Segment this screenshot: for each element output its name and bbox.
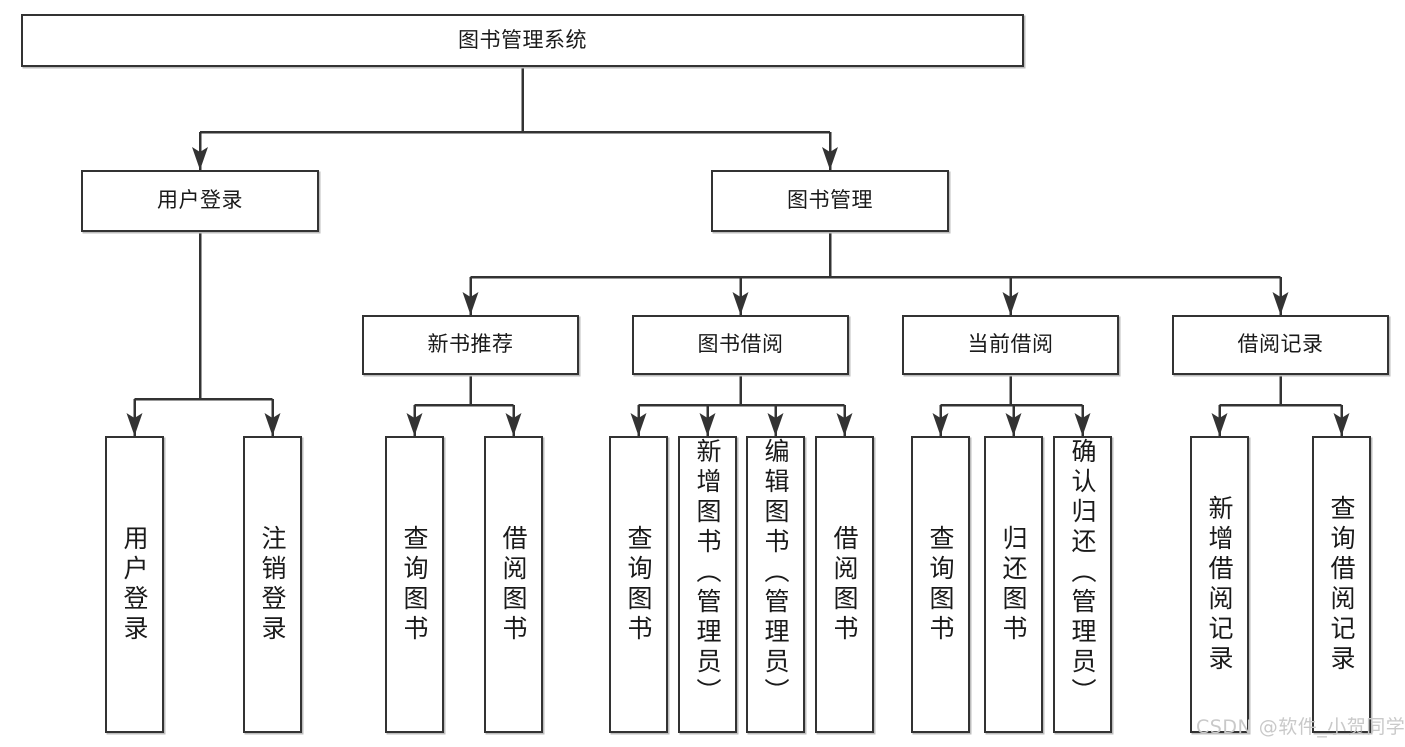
arrow-head-icon [836,413,853,436]
node-leaf-confirm-return-admin[interactable]: 确认归还（管理员） [1053,436,1112,733]
arrow-head-icon [1074,413,1091,436]
arrow-head-icon [192,147,208,170]
node-leaf-borrow-book-2[interactable]: 借阅图书 [815,436,874,733]
arrow-head-icon [1005,413,1022,436]
arrow-head-icon [767,413,784,436]
node-leaf-query-book-2[interactable]: 查询图书 [609,436,668,733]
arrow-head-icon [932,413,949,436]
arrow-head-icon [1333,413,1350,436]
node-label: 借阅图书 [499,524,528,645]
node-label: 查询借阅记录 [1327,494,1356,675]
node-leaf-edit-book-admin[interactable]: 编辑图书（管理员） [746,436,805,733]
node-label: 图书借阅 [697,332,784,357]
node-label: 图书管理系统 [458,27,587,52]
node-book-borrow[interactable]: 图书借阅 [632,315,849,375]
arrow-head-icon [1211,413,1228,436]
arrow-head-icon [699,413,716,436]
node-leaf-user-login[interactable]: 用户登录 [105,436,164,733]
node-root[interactable]: 图书管理系统 [21,14,1024,67]
arrow-head-icon [1002,292,1019,315]
arrow-head-icon [1272,292,1289,315]
node-label: 新增图书（管理员） [693,438,722,708]
node-label: 查询图书 [926,524,955,645]
node-leaf-query-book-3[interactable]: 查询图书 [911,436,970,733]
arrow-head-icon [505,413,522,436]
node-label: 借阅记录 [1237,332,1324,357]
node-new-book-rec[interactable]: 新书推荐 [362,315,579,375]
arrow-head-icon [264,413,281,436]
node-book-manage[interactable]: 图书管理 [711,170,949,232]
node-label: 查询图书 [400,524,429,645]
arrow-head-icon [630,413,647,436]
node-label: 图书管理 [787,188,873,213]
node-label: 用户登录 [157,188,243,213]
node-leaf-return-book[interactable]: 归还图书 [984,436,1043,733]
node-label: 借阅图书 [830,524,859,645]
arrow-head-icon [822,147,838,170]
node-label: 注销登录 [258,524,287,645]
node-label: 归还图书 [999,524,1028,645]
node-label: 查询图书 [624,524,653,645]
node-leaf-query-borrow-record[interactable]: 查询借阅记录 [1312,436,1371,733]
node-current-borrow[interactable]: 当前借阅 [902,315,1119,375]
arrow-head-icon [462,292,479,315]
node-label: 当前借阅 [967,332,1054,357]
node-label: 编辑图书（管理员） [761,438,790,708]
arrow-head-icon [732,292,749,315]
node-label: 确认归还（管理员） [1068,438,1097,708]
node-user-login[interactable]: 用户登录 [81,170,319,232]
arrow-head-icon [406,413,423,436]
node-label: 新书推荐 [427,332,514,357]
node-borrow-record[interactable]: 借阅记录 [1172,315,1389,375]
node-leaf-query-book-1[interactable]: 查询图书 [385,436,444,733]
node-leaf-user-logout[interactable]: 注销登录 [243,436,302,733]
node-label: 用户登录 [120,524,149,645]
node-leaf-add-borrow-record[interactable]: 新增借阅记录 [1190,436,1249,733]
node-leaf-borrow-book-1[interactable]: 借阅图书 [484,436,543,733]
arrow-head-icon [126,413,143,436]
node-label: 新增借阅记录 [1205,494,1234,675]
node-leaf-add-book-admin[interactable]: 新增图书（管理员） [678,436,737,733]
